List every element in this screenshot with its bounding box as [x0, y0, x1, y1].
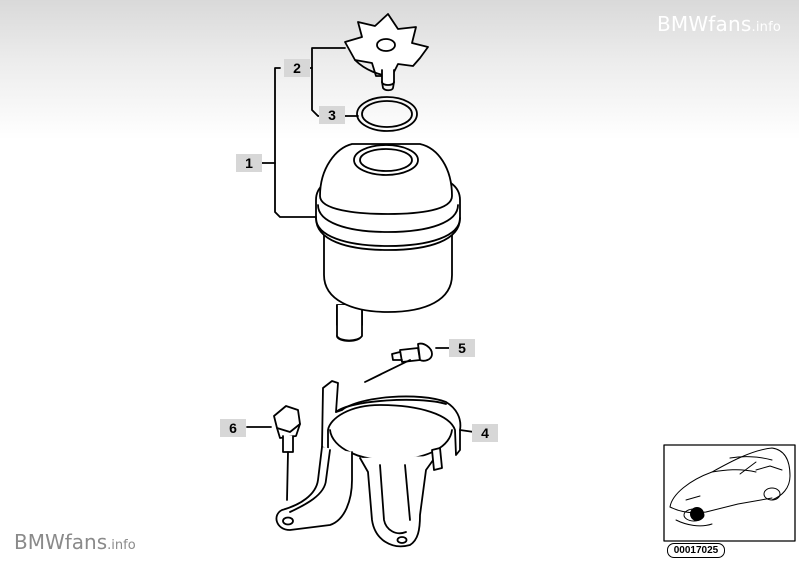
o-ring — [356, 96, 418, 132]
callout-2[interactable]: 2 — [284, 59, 310, 77]
reservoir-cap — [344, 13, 429, 92]
mounting-bracket — [275, 359, 475, 548]
watermark-bottom-main: BMWfans — [14, 530, 108, 554]
watermark-top: BMWfans.info — [657, 12, 781, 36]
diagram-id-label: 00017025 — [667, 543, 725, 558]
bracket-screw — [391, 342, 451, 363]
callout-4[interactable]: 4 — [472, 424, 498, 442]
watermark-top-main: BMWfans — [656, 12, 752, 36]
callout-6[interactable]: 6 — [220, 419, 246, 437]
watermark-top-suffix: .info — [751, 20, 781, 35]
bolt — [246, 405, 301, 501]
watermark-bottom-suffix: .info — [107, 538, 136, 553]
watermark-bottom: BMWfans.info — [14, 530, 136, 554]
car-locator-sketch — [669, 447, 791, 527]
callout-5[interactable]: 5 — [449, 339, 475, 357]
location-marker — [690, 507, 704, 521]
thumbnail-frame — [663, 444, 796, 542]
callout-3[interactable]: 3 — [319, 106, 345, 124]
reservoir — [315, 143, 461, 342]
callout-1[interactable]: 1 — [236, 154, 262, 172]
